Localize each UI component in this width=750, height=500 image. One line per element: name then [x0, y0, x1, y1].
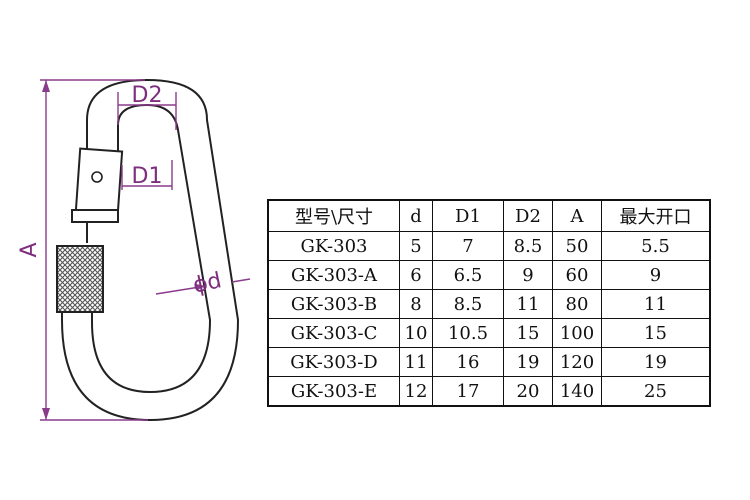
cell-d1: 10.5	[432, 318, 504, 348]
header-max-opening: 最大开口	[601, 199, 711, 232]
table-row: GK-303-D 11 16 19 120 19	[267, 347, 711, 377]
table-row: GK-303-B 8 8.5 11 80 11	[267, 289, 711, 319]
cell-d: 6	[399, 260, 433, 290]
cell-d: 8	[399, 289, 433, 319]
cell-max-opening: 9	[601, 260, 711, 290]
header-model-size: 型号\尺寸	[267, 199, 400, 232]
cell-max-opening: 11	[601, 289, 711, 319]
cell-model: GK-303-A	[267, 260, 400, 290]
cell-model: GK-303-E	[267, 376, 400, 407]
cell-model: GK-303-C	[267, 318, 400, 348]
cell-max-opening: 15	[601, 318, 711, 348]
cell-d1: 8.5	[432, 289, 504, 319]
table-row: GK-303 5 7 8.5 50 5.5	[267, 231, 711, 261]
cell-max-opening: 5.5	[601, 231, 711, 261]
cell-model: GK-303-D	[267, 347, 400, 377]
cell-d2: 20	[503, 376, 553, 407]
gate-ring	[71, 209, 119, 223]
hook-inner-outline	[91, 103, 212, 394]
cell-max-opening: 19	[601, 347, 711, 377]
cell-d1: 16	[432, 347, 504, 377]
knurled-lock-nut-icon	[56, 245, 104, 313]
table-row: GK-303-E 12 17 20 140 25	[267, 376, 711, 407]
header-d2: D2	[503, 199, 553, 232]
dim-d2-label: D2	[132, 83, 163, 108]
cell-d: 5	[399, 231, 433, 261]
dim-d-leader-right	[231, 278, 251, 283]
header-a: A	[552, 199, 602, 232]
cell-a: 80	[552, 289, 602, 319]
cell-d2: 9	[503, 260, 553, 290]
gate-rivet-icon	[91, 171, 103, 183]
dim-a-arrow-top	[42, 80, 50, 92]
cell-d2: 19	[503, 347, 553, 377]
cell-d2: 8.5	[503, 231, 553, 261]
cell-d1: 6.5	[432, 260, 504, 290]
cell-a: 60	[552, 260, 602, 290]
cell-a: 120	[552, 347, 602, 377]
cell-a: 140	[552, 376, 602, 407]
cell-d: 11	[399, 347, 433, 377]
dim-a-label: A	[17, 242, 42, 257]
dim-d1-label: D1	[132, 164, 163, 189]
cell-d2: 11	[503, 289, 553, 319]
table-row: GK-303-A 6 6.5 9 60 9	[267, 260, 711, 290]
cell-d1: 17	[432, 376, 504, 407]
cell-model: GK-303-B	[267, 289, 400, 319]
table-header-row: 型号\尺寸 d D1 D2 A 最大开口	[267, 199, 711, 232]
cell-d1: 7	[432, 231, 504, 261]
cell-d: 12	[399, 376, 433, 407]
cell-d: 10	[399, 318, 433, 348]
dim-d-label: ϕd	[191, 268, 224, 298]
cell-a: 50	[552, 231, 602, 261]
dim-d-arrow	[196, 284, 206, 290]
cell-model: GK-303	[267, 231, 400, 261]
hook-outer-outline	[61, 78, 240, 422]
cell-a: 100	[552, 318, 602, 348]
table-row: GK-303-C 10 10.5 15 100 15	[267, 318, 711, 348]
header-d: d	[399, 199, 433, 232]
cell-max-opening: 25	[601, 376, 711, 407]
header-d1: D1	[432, 199, 504, 232]
cell-d2: 15	[503, 318, 553, 348]
dim-a-arrow-bottom	[42, 408, 50, 420]
spec-table: 型号\尺寸 d D1 D2 A 最大开口 GK-303 5 7 8.5 50 5…	[267, 199, 711, 407]
